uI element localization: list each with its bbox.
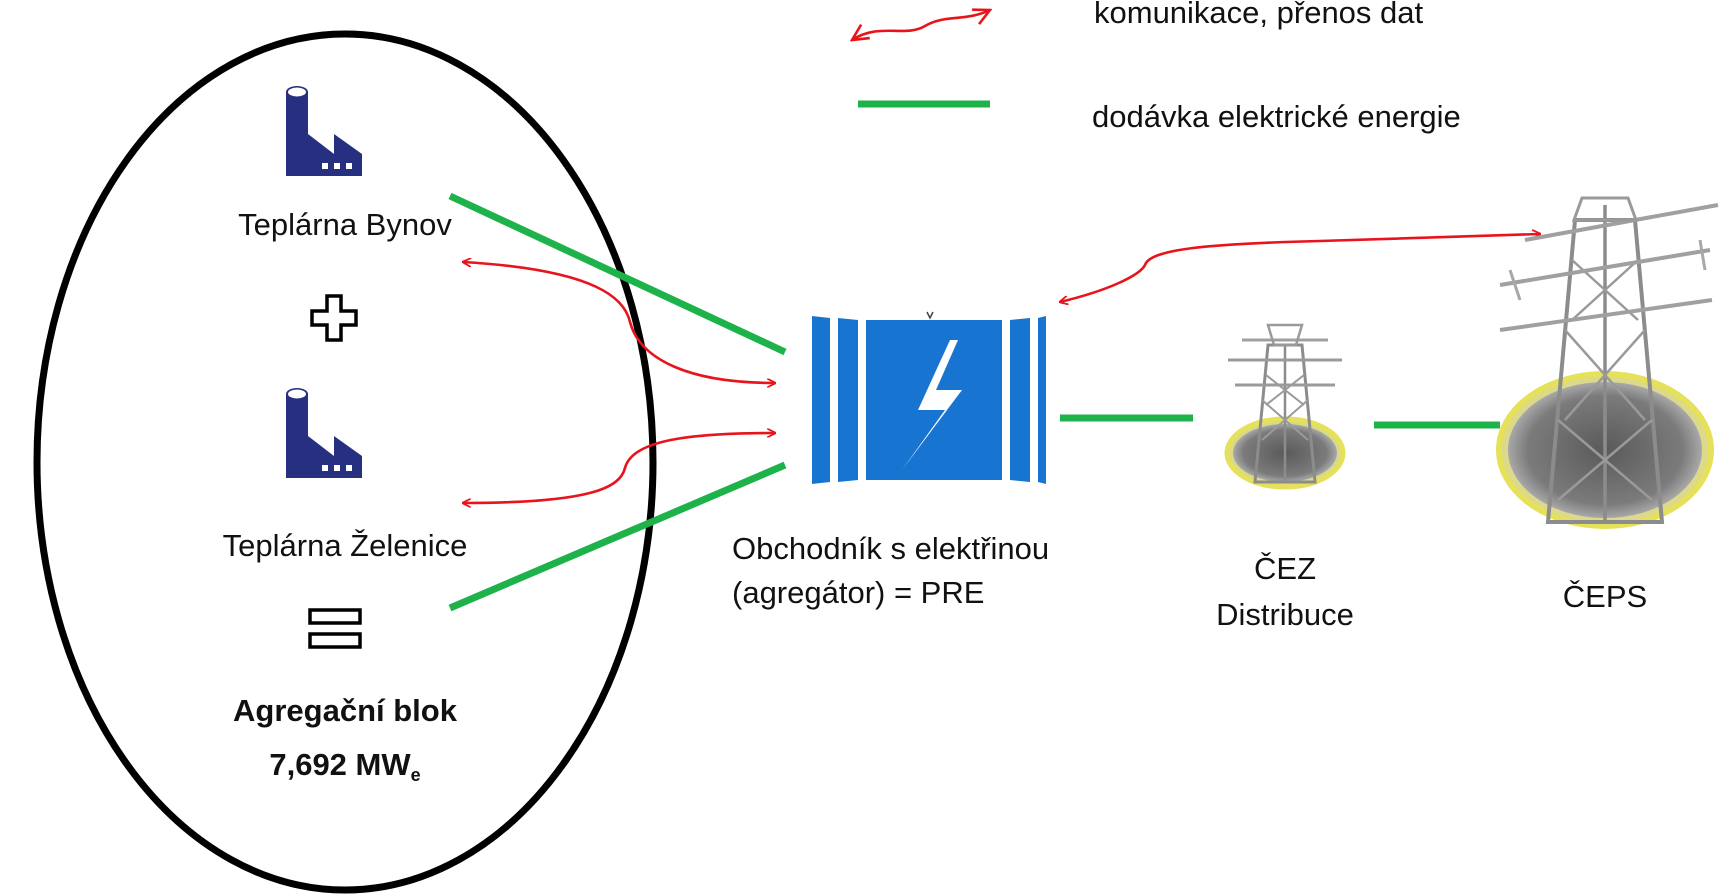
aggregator-label-line-2: (agregátor) = PRE: [732, 575, 985, 610]
transmission-label: ČEPS: [1562, 579, 1648, 614]
plus-icon: [310, 294, 358, 342]
distribution-label: ČEZ Distribuce: [1185, 550, 1385, 634]
distribution-label-line-2: Distribuce: [1216, 597, 1354, 632]
aggregation-block-value: 7,692 MWe: [150, 746, 540, 794]
legend-communication-arrow: [852, 10, 990, 40]
aggregation-block-label: Agregační blok: [233, 693, 457, 728]
aggregation-block-number: 7,692 MW: [269, 747, 411, 782]
equals-icon: [308, 608, 362, 649]
aggregation-block-unit-subscript: e: [410, 765, 421, 785]
communication-arrow-ceps: [1060, 234, 1540, 302]
plant-label-bynov: Teplárna Bynov: [238, 207, 452, 242]
legend-communication-label: komunikace, přenos dat: [1094, 0, 1424, 30]
legend-supply-label: dodávka elektrické energie: [1092, 99, 1461, 134]
lightning-icon: [812, 311, 1046, 484]
aggregator-label: Obchodník s elektřinou (agregátor) = PRE: [732, 530, 1049, 612]
tower-icon: [1496, 196, 1719, 529]
factory-icon: [286, 86, 362, 176]
tower-icon: [1224, 323, 1346, 490]
plant-label-zelenice: Teplárna Želenice: [222, 528, 468, 563]
communication-arrow-bynov: [463, 262, 775, 383]
aggregator-label-line-1: Obchodník s elektřinou: [732, 531, 1050, 566]
factory-icon: [286, 388, 362, 478]
communication-arrow-zelenice: [463, 433, 775, 503]
distribution-label-line-1: ČEZ: [1254, 551, 1316, 586]
